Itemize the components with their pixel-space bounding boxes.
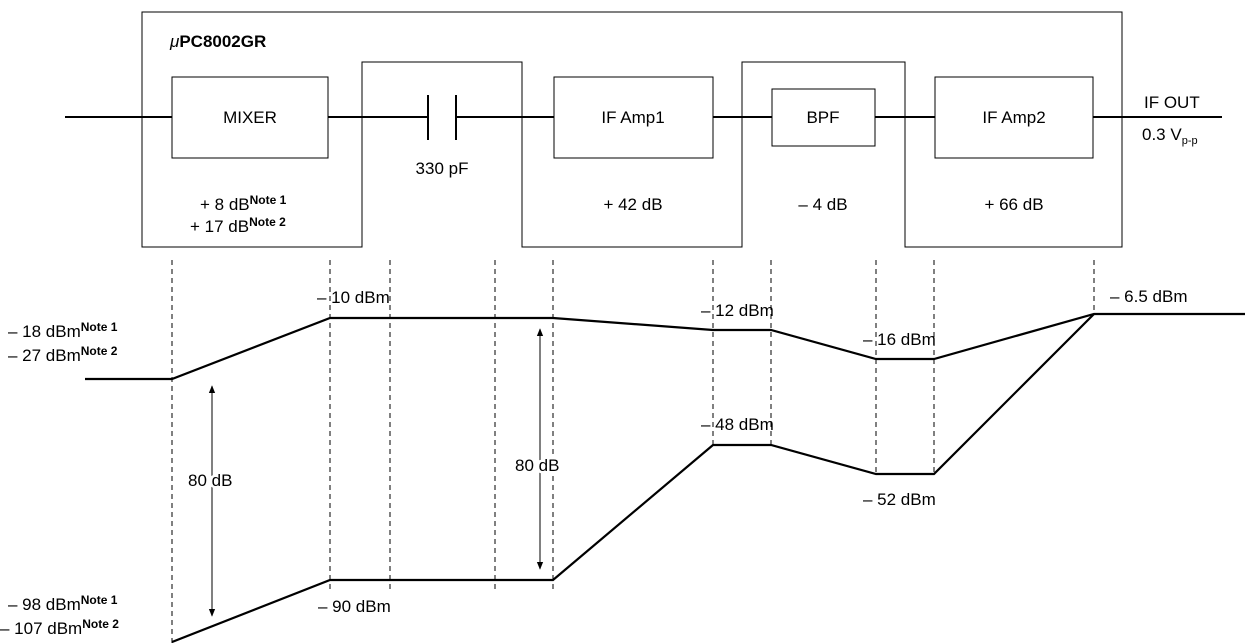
lower-input-level-2: – 107 dBmNote 2 bbox=[0, 617, 119, 638]
bpf-label: BPF bbox=[806, 108, 839, 127]
bpf-gain: – 4 dB bbox=[798, 195, 847, 214]
mixer-gain-1: + 8 dBNote 1 bbox=[200, 193, 287, 214]
if-amp2-label: IF Amp2 bbox=[982, 108, 1045, 127]
if-amp1-gain: + 42 dB bbox=[603, 195, 662, 214]
chip-outline bbox=[141, 11, 1123, 248]
if-amp1-block bbox=[553, 76, 714, 159]
upper-after-bpf-level: – 16 dBm bbox=[863, 330, 936, 349]
lower-after-bpf-level: – 52 dBm bbox=[863, 490, 936, 509]
bpf-block bbox=[771, 88, 876, 147]
upper-output-level: – 6.5 dBm bbox=[1110, 287, 1188, 306]
upper-level-line bbox=[85, 312, 1245, 381]
capacitor-label: 330 pF bbox=[416, 159, 469, 178]
lower-input-level-1: – 98 dBmNote 1 bbox=[8, 593, 118, 614]
mixer-block bbox=[171, 76, 329, 159]
if-amp2-block bbox=[934, 76, 1094, 159]
lower-after-amp1-level: – 48 dBm bbox=[701, 415, 774, 434]
mixer-label: MIXER bbox=[223, 108, 277, 127]
if-out-voltage: 0.3 Vp-p bbox=[1142, 125, 1198, 147]
chip-title: μPC8002GR bbox=[169, 32, 266, 51]
lower-after-mixer-level: – 90 dBm bbox=[318, 597, 391, 616]
upper-after-mixer-level: – 10 dBm bbox=[317, 288, 390, 307]
if-out-label: IF OUT bbox=[1144, 93, 1200, 112]
lower-level-line bbox=[171, 313, 1095, 643]
mixer-gain-2: + 17 dBNote 2 bbox=[190, 215, 286, 236]
range-label-middle: 80 dB bbox=[515, 456, 559, 475]
if-amp1-label: IF Amp1 bbox=[601, 108, 664, 127]
if-amp2-gain: + 66 dB bbox=[984, 195, 1043, 214]
upper-after-amp1-level: – 12 dBm bbox=[701, 301, 774, 320]
upper-input-level-2: – 27 dBmNote 2 bbox=[8, 344, 118, 365]
range-label-left: 80 dB bbox=[188, 471, 232, 490]
upper-input-level-1: – 18 dBmNote 1 bbox=[8, 320, 118, 341]
